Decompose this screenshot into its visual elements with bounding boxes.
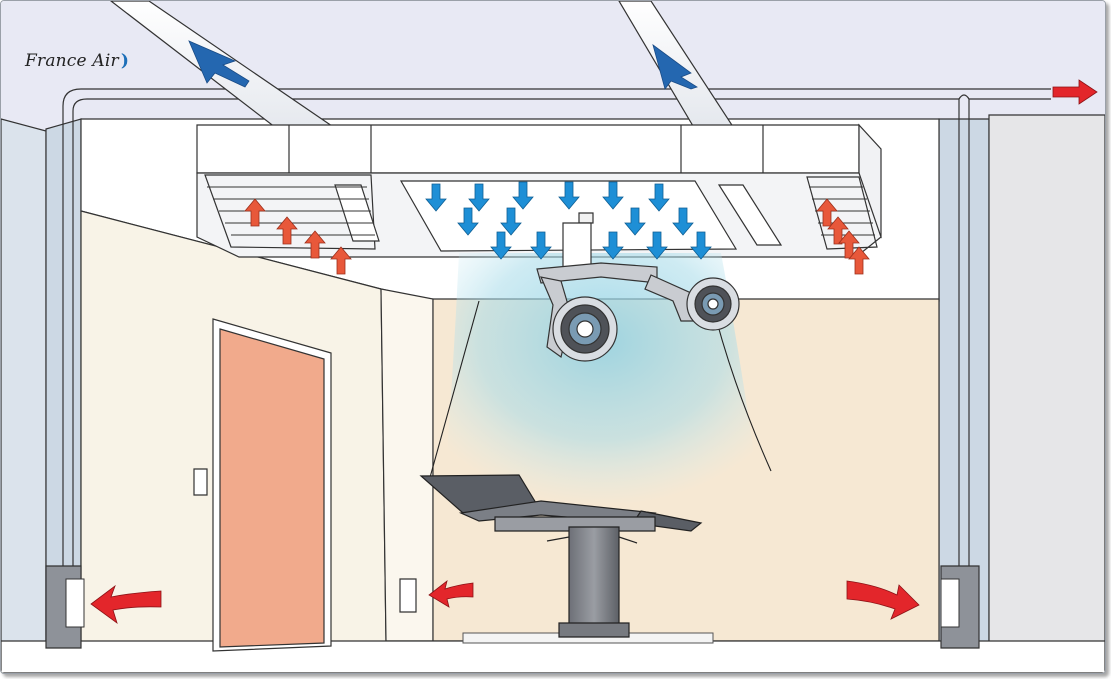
- light-switch: [194, 469, 207, 495]
- wall-grille-small: [400, 579, 416, 612]
- return-arrow-right: [847, 581, 919, 619]
- return-arrow-left: [91, 586, 161, 623]
- extract-grille-left: [207, 187, 375, 235]
- ceiling-plenum: [1, 1, 1105, 141]
- duct-arrow-left: [189, 41, 249, 87]
- door: [220, 329, 324, 647]
- ceiling-diffuser: [197, 125, 881, 257]
- exhaust-duct: [63, 89, 1051, 566]
- return-grille-left: [46, 566, 84, 648]
- surgical-light: [537, 213, 739, 361]
- return-grille-right: [941, 566, 979, 648]
- duct-arrow-right: [653, 45, 697, 89]
- return-arrow-middle: [429, 581, 473, 607]
- left-outer-wall: [1, 119, 46, 651]
- floor: [1, 641, 1105, 673]
- right-wall: [939, 119, 989, 651]
- exhaust-arrow: [1053, 80, 1097, 104]
- brand-name: France Air: [25, 51, 119, 71]
- brand-mark-icon: ): [120, 51, 130, 71]
- right-outer-wall: [989, 115, 1105, 651]
- brand-logo: France Air): [25, 51, 129, 71]
- operating-table: [421, 475, 701, 637]
